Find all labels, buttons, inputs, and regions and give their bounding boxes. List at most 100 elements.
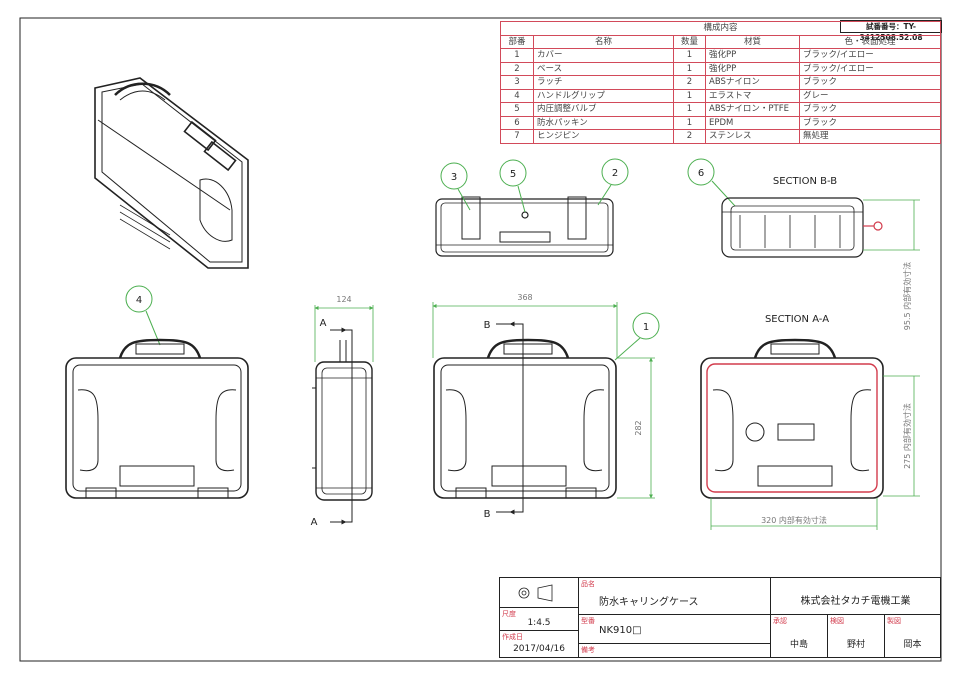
part-no: 3 — [500, 75, 534, 90]
model-label: 型番 — [581, 617, 595, 625]
check-label: 検図 — [830, 617, 844, 625]
balloon-1 — [632, 312, 660, 340]
parts-table-title: 構成内容 — [500, 21, 941, 36]
scale-cell: 尺度 1:4.5 — [499, 607, 579, 631]
model-value: NK910□ — [599, 625, 642, 636]
part-finish: ブラック/イエロー — [799, 48, 941, 63]
dim-side-width: 124 — [336, 295, 351, 304]
part-material: エラストマ — [705, 88, 800, 103]
part-material: 強化PP — [705, 61, 800, 76]
part-material: 強化PP — [705, 48, 800, 63]
top-view — [435, 196, 614, 257]
date-value: 2017/04/16 — [513, 644, 565, 654]
col-header-no: 部番 — [500, 34, 534, 49]
balloon-4 — [125, 285, 153, 313]
table-row: 7 ヒンジピン 2 ステンレス 無処理 — [500, 129, 941, 144]
checker-value: 野村 — [846, 640, 865, 650]
spec-cell: 備考 — [578, 643, 771, 658]
part-material: ステンレス — [705, 129, 800, 144]
part-qty: 1 — [673, 102, 706, 117]
side-view — [312, 340, 373, 501]
balloon-5-label: 5 — [510, 169, 516, 180]
table-row: 2 ベース 1 強化PP ブラック/イエロー — [500, 61, 941, 76]
cut-label-b-bottom: B — [484, 509, 491, 520]
scale-value: 1:4.5 — [527, 618, 551, 628]
front-view-main — [433, 338, 617, 499]
table-row: 4 ハンドルグリップ 1 エラストマ グレー — [500, 88, 941, 103]
dim-inner-width: 320 内部有効寸法 — [761, 515, 827, 525]
section-bb-title: SECTION B-B — [773, 176, 837, 187]
sheet-border — [19, 17, 942, 662]
cut-line-bb — [496, 321, 524, 515]
date-label: 作成日 — [502, 633, 523, 641]
part-no: 5 — [500, 102, 534, 117]
part-name: 内圧調整バルブ — [533, 102, 674, 117]
part-name: カバー — [533, 48, 674, 63]
part-qty: 1 — [673, 115, 706, 130]
part-name: 防水パッキン — [533, 115, 674, 130]
part-no: 1 — [500, 48, 534, 63]
product-label: 品名 — [581, 580, 595, 588]
product-value: 防水キャリングケース — [599, 597, 699, 608]
company-name: 株式会社タカチ電機工業 — [800, 596, 911, 607]
front-view-left — [65, 338, 249, 499]
part-name: ベース — [533, 61, 674, 76]
parts-table: 構成内容 部番 名称 数量 材質 色・表面処理 1 カバー 1 強化PP ブラッ… — [500, 21, 941, 144]
part-name: ハンドルグリップ — [533, 88, 674, 103]
company-cell: 株式会社タカチ電機工業 — [770, 577, 941, 615]
dim-front-width: 368 — [517, 293, 532, 302]
balloon-group-top — [125, 158, 736, 361]
balloon-6-label: 6 — [698, 168, 704, 179]
part-qty: 1 — [673, 48, 706, 63]
col-header-name: 名称 — [533, 34, 674, 49]
balloon-4-label: 4 — [136, 295, 142, 306]
balloon-3 — [440, 162, 468, 190]
part-qty: 1 — [673, 88, 706, 103]
parts-table-title-row: 構成内容 — [500, 21, 941, 36]
part-finish: ブラック/イエロー — [799, 61, 941, 76]
date-cell: 作成日 2017/04/16 — [499, 630, 579, 658]
front-main-dims — [432, 302, 655, 499]
section-aa-dims — [710, 375, 920, 530]
side-view-dims — [314, 305, 374, 362]
part-qty: 1 — [673, 61, 706, 76]
scale-label: 尺度 — [502, 610, 516, 618]
part-no: 2 — [500, 61, 534, 76]
cut-label-b-top: B — [484, 320, 491, 331]
part-finish: ブラック — [799, 102, 941, 117]
section-aa-view — [700, 338, 884, 499]
parts-table-header-row: 部番 名称 数量 材質 色・表面処理 — [500, 34, 941, 49]
drawer-value: 岡本 — [903, 640, 922, 650]
draw-cell: 製図 岡本 — [884, 614, 941, 658]
col-header-finish: 色・表面処理 — [799, 34, 941, 49]
balloon-2 — [601, 158, 629, 186]
section-bb-dim — [863, 199, 920, 251]
table-row: 1 カバー 1 強化PP ブラック/イエロー — [500, 48, 941, 63]
balloon-1-label: 1 — [643, 322, 649, 333]
approve-cell: 承認 中島 — [770, 614, 828, 658]
approve-label: 承認 — [773, 617, 787, 625]
balloon-2-label: 2 — [612, 168, 618, 179]
part-name: ヒンジピン — [533, 129, 674, 144]
table-row: 3 ラッチ 2 ABSナイロン ブラック — [500, 75, 941, 90]
part-qty: 2 — [673, 75, 706, 90]
section-bb-view — [721, 197, 883, 258]
part-no: 4 — [500, 88, 534, 103]
section-aa-title: SECTION A-A — [765, 314, 829, 325]
part-finish: ブラック — [799, 115, 941, 130]
projection-cell — [499, 577, 579, 608]
approver-value: 中島 — [789, 640, 808, 650]
spec-label: 備考 — [581, 646, 595, 654]
product-cell: 品名 防水キャリングケース — [578, 577, 771, 615]
part-name: ラッチ — [533, 75, 674, 90]
check-cell: 検図 野村 — [827, 614, 885, 658]
part-finish: ブラック — [799, 75, 941, 90]
part-material: ABSナイロン・PTFE — [705, 102, 800, 117]
part-no: 6 — [500, 115, 534, 130]
dim-front-height: 282 — [634, 420, 643, 435]
dim-inner-height: 275 内部有効寸法 — [902, 403, 912, 469]
table-row: 5 内圧調整バルブ 1 ABSナイロン・PTFE ブラック — [500, 102, 941, 117]
cut-line-aa — [330, 327, 353, 525]
